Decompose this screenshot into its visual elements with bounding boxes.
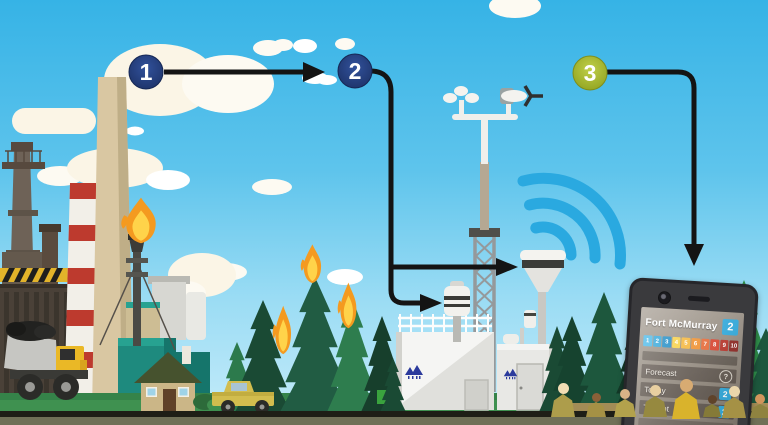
person-figure: [722, 386, 746, 418]
step-marker-3: 3: [572, 55, 608, 91]
arrow-step3-line: [607, 69, 697, 245]
step-number: 3: [584, 60, 597, 86]
forecast-question-badge: ?: [718, 369, 733, 384]
aqhi-scale-cell: 5: [681, 337, 691, 349]
aqhi-scale-cell: 2: [652, 335, 662, 348]
wifi-signal-icon: [517, 172, 626, 270]
aqhi-current-badge: 2: [721, 318, 739, 336]
road-strip: [0, 411, 768, 417]
aqhi-scale-cell: 4: [671, 336, 681, 349]
person-figure: [614, 389, 636, 417]
step-marker-1: 1: [128, 54, 164, 90]
aqhi-scale-cell: 1: [642, 335, 653, 347]
screen-divider: [642, 350, 738, 366]
dump-truck: [4, 321, 88, 400]
person-figure: [703, 395, 721, 417]
anemometer: [443, 85, 543, 230]
person-figure: [643, 385, 667, 417]
phone-camera-icon: [657, 290, 672, 305]
wildfire-flame-icon: [337, 282, 357, 329]
step-number: 2: [349, 58, 362, 84]
air-sensor-small: [444, 281, 470, 342]
aqhi-scale-cell: 8: [710, 339, 720, 351]
step-marker-2: 2: [337, 53, 373, 89]
aqhi-scale-cell: 10: [729, 340, 739, 352]
aqhi-scale-cell: 9: [719, 339, 729, 352]
air-sensor-tall: [520, 250, 566, 348]
phone-speaker: [687, 295, 711, 303]
station-trailer-left: [396, 314, 494, 411]
location-label: Fort McMurray: [645, 316, 718, 333]
flow-arrows: [164, 68, 697, 306]
person-figure: [750, 394, 768, 418]
ground-base: [0, 417, 768, 425]
forecast-label: Forecast: [645, 366, 677, 378]
arrowheads: [303, 62, 704, 312]
person-figure: [586, 393, 606, 417]
aqhi-scale-cell: 3: [662, 336, 672, 348]
person-figure: [672, 379, 700, 419]
monitoring-station: [377, 85, 626, 412]
wildfire-flame-icon: [300, 244, 322, 284]
pickup-truck: [212, 381, 274, 414]
house: [134, 346, 223, 411]
aqhi-scale-cell: 6: [690, 337, 701, 350]
aqhi-scale-cell: 7: [700, 338, 710, 351]
person-figure: [551, 383, 575, 417]
arrow-step2-line: [369, 68, 421, 306]
step-number: 1: [140, 59, 153, 85]
